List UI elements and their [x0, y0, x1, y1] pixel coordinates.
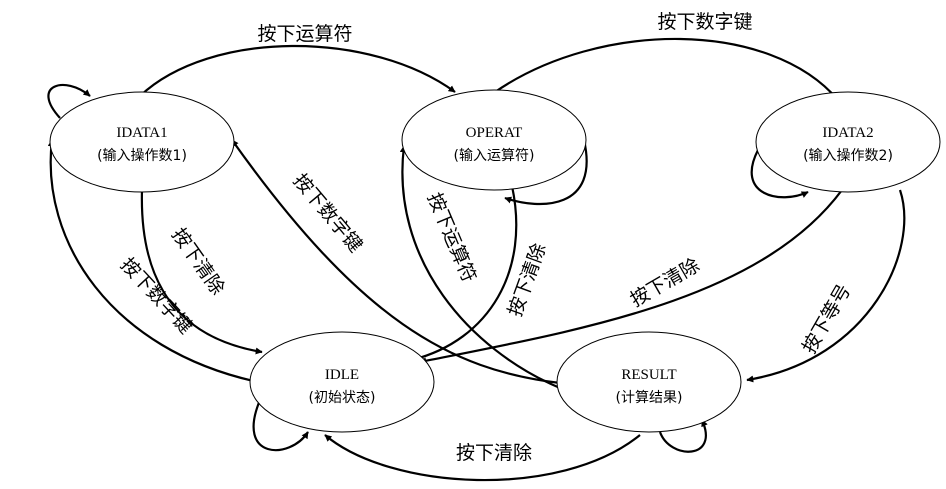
state-idle-desc: (初始状态) [309, 389, 376, 406]
state-operat-desc: (输入运算符) [454, 148, 535, 164]
state-idata1-ellipse [49, 91, 235, 193]
edge-idata1-to-idle [140, 189, 263, 355]
label-idata1-to-operat: 按下运算符 [257, 23, 352, 45]
label-idata1-to-idle: 按下清除 [167, 224, 229, 299]
state-idata1: IDATA1 (输入操作数1) [49, 91, 235, 193]
edge-idata1-to-operat [139, 44, 456, 97]
label-operat-to-idle: 按下清除 [504, 240, 551, 319]
state-result-ellipse [556, 331, 742, 433]
state-result-name: RESULT [621, 367, 676, 383]
state-idata2-desc: (输入操作数2) [803, 148, 893, 164]
edge-result-to-idle [324, 434, 641, 482]
edge-operat-to-idata2 [494, 37, 839, 101]
edge-labels: 按下运算符 按下数字键 按下数字键 按下清除 按下数字键 按下运算符 按下清除 … [116, 11, 855, 464]
state-idle: IDLE (初始状态) [249, 331, 435, 433]
state-idle-ellipse [249, 331, 435, 433]
edge-idata2-to-idle [419, 189, 843, 365]
state-result-desc: (计算结果) [616, 390, 683, 406]
edges [47, 37, 906, 482]
state-operat-ellipse [401, 89, 587, 191]
state-operat-name: OPERAT [466, 125, 523, 141]
state-idata2-ellipse [755, 91, 941, 193]
state-idata2: IDATA2 (输入操作数2) [755, 91, 941, 193]
state-operat: OPERAT (输入运算符) [401, 89, 587, 191]
label-result-to-idata1: 按下数字键 [289, 170, 367, 257]
self-loop-result [658, 419, 708, 453]
edge-idata2-to-result [746, 189, 906, 383]
state-idata1-name: IDATA1 [116, 125, 167, 141]
label-idle-to-idata1: 按下数字键 [116, 254, 197, 338]
edge-result-to-idata1 [231, 139, 561, 385]
state-idata2-name: IDATA2 [822, 125, 873, 141]
state-idle-name: IDLE [325, 367, 359, 383]
label-idata2-to-result: 按下等号 [798, 281, 855, 358]
label-operat-to-idata2: 按下数字键 [657, 11, 752, 33]
state-result: RESULT (计算结果) [556, 331, 742, 433]
edge-result-to-operat [399, 145, 561, 390]
self-loop-idle [252, 399, 309, 452]
edge-operat-to-idle [411, 185, 518, 362]
self-loop-idata2 [750, 149, 809, 199]
self-loop-idata1 [47, 83, 91, 119]
self-loop-operat [504, 139, 588, 206]
label-result-to-idle: 按下清除 [456, 442, 532, 464]
edge-idle-to-idata1 [47, 139, 259, 384]
state-idata1-desc: (输入操作数1) [97, 148, 187, 164]
label-result-to-operat: 按下运算符 [423, 190, 480, 286]
